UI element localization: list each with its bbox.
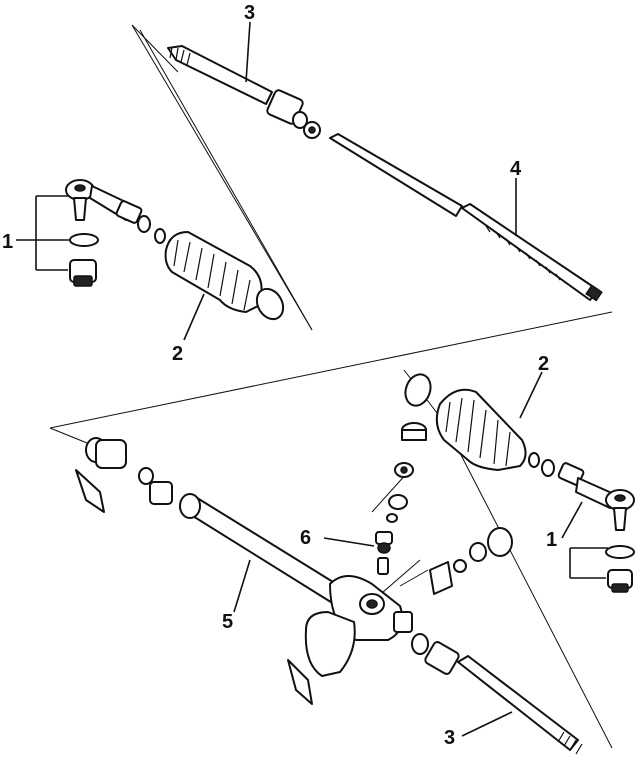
tie-rod-end-nut-lower	[607, 569, 633, 593]
yoke-spring-parts	[429, 527, 513, 595]
housing-mount-brackets	[287, 611, 356, 705]
rack-boot-lower-right	[404, 373, 555, 477]
callout-5: 5	[222, 611, 233, 633]
callout-6: 6	[300, 527, 311, 549]
explosion-guide-lines	[49, 24, 613, 749]
rack	[329, 133, 603, 302]
rack-boot-top-left	[164, 231, 285, 321]
tie-rod-end-lower-right	[557, 462, 635, 531]
callout-3-top: 3	[244, 2, 255, 24]
tie-rod-end-snap-ring	[69, 233, 99, 247]
inner-tie-rod-top	[167, 45, 321, 139]
callout-2-bottom: 2	[538, 353, 549, 375]
callout-3-bottom: 3	[444, 727, 455, 749]
tie-rod-end-top-left	[65, 179, 166, 244]
inner-tie-rod-top-thread	[169, 46, 191, 66]
callout-2-top: 2	[172, 343, 183, 365]
housing-left-bushing	[75, 437, 173, 513]
callout-1-top: 1	[2, 231, 13, 253]
callout-1-bottom: 1	[546, 529, 557, 551]
inner-tie-rod-bottom	[424, 641, 583, 755]
inner-tie-rod-bottom-thread	[557, 731, 583, 755]
rack-teeth	[485, 225, 561, 281]
tie-rod-end-snap-ring-lower	[605, 545, 635, 559]
pinion-stack	[375, 422, 427, 575]
tie-rod-end-nut	[69, 259, 97, 287]
callout-4: 4	[510, 158, 522, 180]
leader-lines	[16, 21, 608, 737]
